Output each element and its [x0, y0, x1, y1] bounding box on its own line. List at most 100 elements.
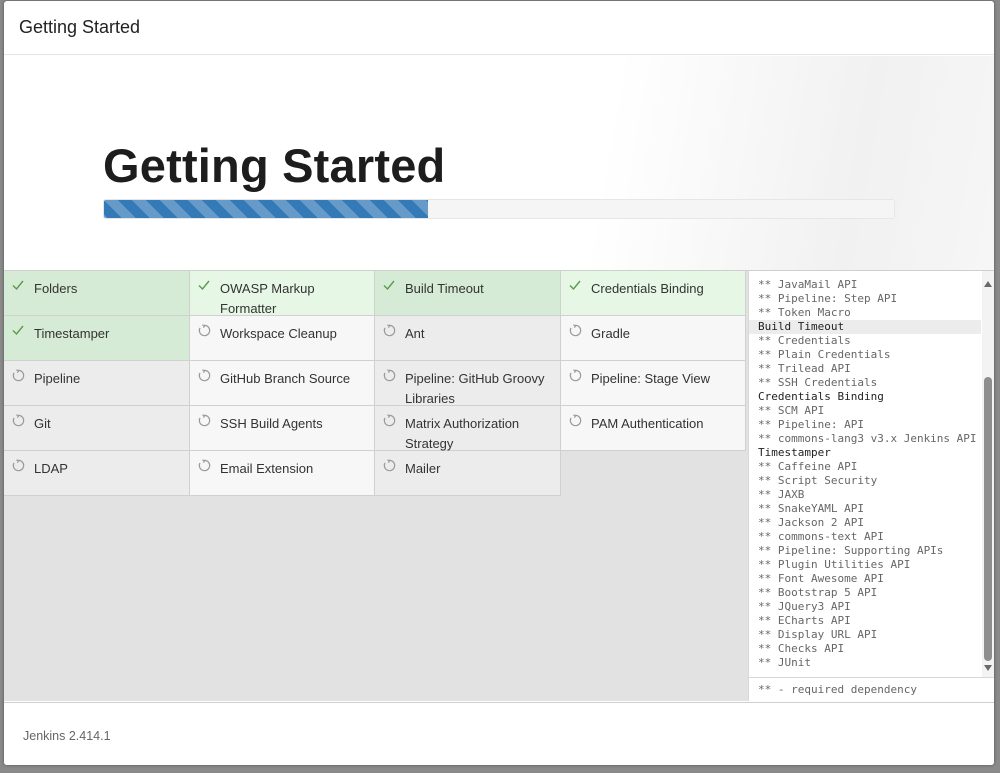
log-line: ** Trilead API [758, 362, 851, 375]
log-line: ** JUnit [758, 656, 811, 669]
plugin-name: LDAP [34, 461, 68, 476]
log-line: ** Plain Credentials [758, 348, 891, 361]
log-line: ** Credentials [758, 334, 851, 347]
plugin-name: Mailer [405, 461, 441, 476]
install-progress-bar [104, 200, 428, 218]
dialog-footer: Jenkins 2.414.1 [4, 702, 994, 765]
spinner-icon [197, 368, 213, 384]
plugin-name: Git [34, 416, 51, 431]
plugin-name: Timestamper [34, 326, 110, 341]
plugin-item: Folders [4, 271, 190, 316]
log-line: ** Caffeine API [758, 460, 858, 473]
spinner-icon [568, 368, 584, 384]
plugin-name: Gradle [591, 326, 631, 341]
checkmark-icon [11, 278, 27, 294]
spinner-icon [11, 458, 27, 474]
plugin-name: Matrix Authorization Strategy [405, 416, 520, 451]
hero-panel: Getting Started [4, 56, 994, 271]
plugin-name: Credentials Binding [591, 281, 704, 296]
log-line: ** JAXB [758, 488, 805, 501]
log-line: ** Checks API [758, 642, 845, 655]
log-line: ** Pipeline: API [758, 418, 864, 431]
spinner-icon [11, 413, 27, 429]
log-line: ** SCM API [758, 404, 825, 417]
plugin-name: OWASP Markup Formatter [220, 281, 315, 316]
plugin-item: Email Extension [190, 451, 375, 496]
log-line: ** JQuery3 API [758, 600, 851, 613]
plugin-name: Build Timeout [405, 281, 484, 296]
plugin-item: Timestamper [4, 316, 190, 361]
plugin-item: Gradle [561, 316, 746, 361]
plugin-item: Mailer [375, 451, 561, 496]
checkmark-icon [568, 278, 584, 294]
dialog-header: Getting Started [4, 1, 994, 55]
install-log-lines: ** JavaMail API** Pipeline: Step API ** T… [749, 278, 981, 670]
log-line: Credentials Binding [758, 390, 884, 403]
scroll-down-arrow-icon[interactable] [984, 665, 992, 671]
log-line: ** Pipeline: Supporting APIs [758, 544, 944, 557]
log-line: ** Jackson 2 API [758, 516, 864, 529]
log-line: ** Plugin Utilities API [758, 558, 911, 571]
spinner-icon [197, 413, 213, 429]
plugin-item: Ant [375, 316, 561, 361]
plugin-item: Git [4, 406, 190, 451]
dialog-title: Getting Started [19, 17, 141, 37]
plugin-item: Pipeline [4, 361, 190, 406]
install-log[interactable]: ** JavaMail API** Pipeline: Step API ** T… [748, 271, 994, 677]
plugin-name: Ant [405, 326, 425, 341]
plugin-name: PAM Authentication [591, 416, 704, 431]
plugin-item: Workspace Cleanup [190, 316, 375, 361]
plugin-name: Pipeline: GitHub Groovy Libraries [405, 371, 545, 406]
log-line: ** Pipeline: Step API [758, 292, 898, 305]
plugin-grid: Folders OWASP Markup Formatter Build Timeo… [4, 271, 746, 496]
spinner-icon [382, 458, 398, 474]
spinner-icon [568, 323, 584, 339]
plugin-item: SSH Build Agents [190, 406, 375, 451]
log-scrollbar[interactable] [982, 271, 994, 677]
plugin-name: Pipeline [34, 371, 81, 386]
log-line: ** Font Awesome API [758, 572, 884, 585]
log-line: ** commons-lang3 v3.x Jenkins API [758, 432, 977, 445]
log-line: ** Display URL API [758, 628, 878, 641]
checkmark-icon [382, 278, 398, 294]
plugin-name: SSH Build Agents [220, 416, 323, 431]
plugin-item: LDAP [4, 451, 190, 496]
plugin-name: Workspace Cleanup [220, 326, 337, 341]
log-line: ** SnakeYAML API [758, 502, 864, 515]
plugin-item: Credentials Binding [561, 271, 746, 316]
plugin-name: GitHub Branch Source [220, 371, 351, 386]
spinner-icon [568, 413, 584, 429]
scroll-thumb[interactable] [984, 377, 992, 661]
log-line: ** commons-text API [758, 530, 884, 543]
spinner-icon [197, 323, 213, 339]
spinner-icon [382, 413, 398, 429]
scroll-up-arrow-icon[interactable] [984, 281, 992, 287]
plugin-item: Matrix Authorization Strategy [375, 406, 561, 451]
plugin-item: Pipeline: Stage View [561, 361, 746, 406]
plugin-item: Pipeline: GitHub Groovy Libraries [375, 361, 561, 406]
page-title: Getting Started [103, 139, 446, 192]
plugin-name: Email Extension [220, 461, 314, 476]
plugin-name: Pipeline: Stage View [591, 371, 711, 386]
log-line: Timestamper [758, 446, 831, 459]
log-line: Build Timeout [749, 320, 981, 334]
log-line: ** Script Security [758, 474, 878, 487]
log-line: ** JavaMail API [758, 278, 858, 291]
log-line: ** SSH Credentials [758, 376, 878, 389]
plugin-name: Folders [34, 281, 78, 296]
spinner-icon [197, 458, 213, 474]
jenkins-version: Jenkins 2.414.1 [23, 729, 111, 743]
spinner-icon [11, 368, 27, 384]
checkmark-icon [11, 323, 27, 339]
dependency-legend: ** - required dependency [748, 677, 994, 701]
checkmark-icon [197, 278, 213, 294]
plugin-item: GitHub Branch Source [190, 361, 375, 406]
plugin-item: Build Timeout [375, 271, 561, 316]
install-progress [103, 199, 895, 219]
plugin-item: OWASP Markup Formatter [190, 271, 375, 316]
log-line: ** ECharts API [758, 614, 851, 627]
spinner-icon [382, 323, 398, 339]
plugin-item: PAM Authentication [561, 406, 746, 451]
spinner-icon [382, 368, 398, 384]
